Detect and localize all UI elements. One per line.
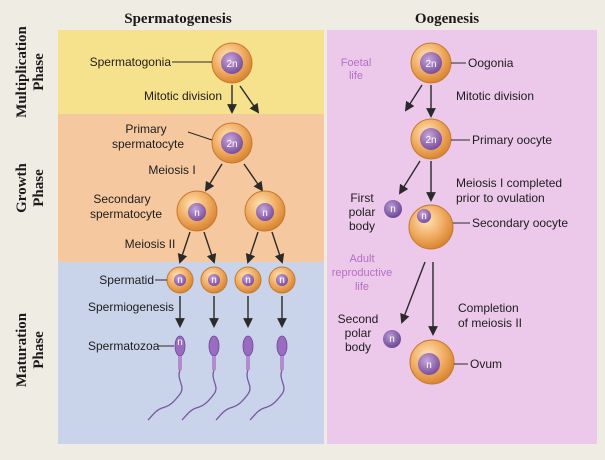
label-foetal-life-1: Foetal: [341, 57, 372, 69]
label-mitotic-division-left: Mitotic division: [144, 89, 222, 103]
spermatid-cell-2: n: [200, 266, 228, 294]
label-spermatid: Spermatid: [99, 273, 154, 287]
svg-text:n: n: [177, 275, 183, 286]
svg-text:n: n: [211, 275, 217, 286]
label-adult-life-2: reproductive: [332, 267, 393, 279]
spermatid-cell-1: n: [166, 266, 194, 294]
label-spermatozoa: Spermatozoa: [88, 339, 160, 353]
label-secondary-spermatocyte-2: spermatocyte: [90, 207, 162, 221]
secondary-spermatocyte-cell-1: n: [176, 190, 218, 232]
multiplication-band: [58, 30, 324, 114]
svg-text:n: n: [426, 360, 432, 371]
label-mitotic-division-right: Mitotic division: [456, 89, 534, 103]
svg-text:2n: 2n: [425, 59, 436, 70]
svg-text:Maturation: Maturation: [14, 312, 30, 387]
title-oogenesis: Oogenesis: [415, 11, 479, 27]
label-primary-spermatocyte-2: spermatocyte: [112, 137, 184, 151]
primary-oocyte-cell: 2n: [410, 118, 452, 160]
svg-text:n: n: [245, 275, 251, 286]
arrow-meiosis1-right: [243, 163, 264, 192]
svg-text:n: n: [390, 204, 396, 215]
svg-text:n: n: [421, 211, 427, 222]
svg-text:2n: 2n: [226, 59, 237, 70]
oogenesis-panel: [327, 30, 597, 444]
label-meiosis-1-completed-1: Meiosis I completed: [456, 176, 562, 190]
arrow-meiosis1-left: [204, 163, 223, 192]
label-adult-life-3: life: [355, 281, 369, 293]
arrow-meiosis2-3: [245, 231, 259, 264]
label-completion-meiosis-2-2: of meiosis II: [458, 316, 522, 330]
spermatozoon-2: [181, 335, 220, 421]
arrow-mitotic-2: [239, 85, 260, 114]
svg-text:Growth: Growth: [14, 162, 30, 212]
label-second-polar-body-3: body: [345, 340, 371, 354]
svg-text:Phase: Phase: [31, 331, 47, 369]
label-spermiogenesis: Spermiogenesis: [88, 300, 174, 314]
spermatozoon-4: [249, 335, 288, 421]
second-polar-body: n: [383, 330, 401, 348]
svg-text:n: n: [389, 334, 395, 345]
svg-text:Phase: Phase: [31, 53, 47, 91]
label-line-primary-spermatocyte: [187, 131, 213, 141]
label-meiosis-1-completed-2: prior to ovulation: [456, 191, 545, 205]
growth-band: [58, 114, 324, 262]
label-oogonia: Oogonia: [468, 56, 514, 70]
label-adult-life-1: Adult: [349, 253, 374, 265]
label-primary-spermatocyte-1: Primary: [125, 122, 166, 136]
arrow-meiosis2-1: [177, 231, 191, 264]
label-secondary-spermatocyte-1: Secondary: [93, 192, 150, 206]
svg-text:n: n: [262, 208, 268, 219]
spermatogonium-cell: 2n: [211, 42, 253, 84]
spermatozoon-3: [215, 335, 254, 421]
label-primary-oocyte: Primary oocyte: [472, 133, 552, 147]
label-second-polar-body-1: Second: [338, 312, 379, 326]
arrow-oo-meiosis2-polar: [400, 261, 426, 324]
svg-text:Multiplication: Multiplication: [14, 26, 30, 118]
svg-text:n: n: [194, 208, 200, 219]
title-spermatogenesis: Spermatogenesis: [124, 11, 232, 27]
label-first-polar-body-2: polar: [349, 205, 376, 219]
svg-text:2n: 2n: [425, 135, 436, 146]
primary-spermatocyte-cell: 2n: [211, 122, 253, 164]
phase-label-growth: Growth Phase: [14, 162, 47, 212]
svg-text:2n: 2n: [226, 139, 237, 150]
phase-label-multiplication: Multiplication Phase: [14, 26, 47, 118]
secondary-spermatocyte-cell-2: n: [244, 190, 286, 232]
label-secondary-oocyte: Secondary oocyte: [472, 216, 568, 230]
spermatid-cell-4: n: [268, 266, 296, 294]
arrow-oo-meiosis1-polar: [398, 160, 421, 195]
secondary-oocyte-cell: n: [408, 204, 454, 250]
oogonium-cell: 2n: [410, 42, 452, 84]
label-first-polar-body-3: body: [349, 219, 375, 233]
label-first-polar-body-1: First: [350, 191, 374, 205]
spermatozoon-1: n: [147, 335, 186, 421]
label-ovum: Ovum: [470, 357, 502, 371]
label-meiosis-2: Meiosis II: [125, 237, 176, 251]
label-meiosis-1-left: Meiosis I: [148, 163, 195, 177]
label-spermatogonia: Spermatogonia: [90, 55, 172, 69]
first-polar-body: n: [384, 200, 402, 218]
spermatid-cell-3: n: [234, 266, 262, 294]
label-completion-meiosis-2-1: Completion: [458, 301, 519, 315]
svg-text:n: n: [279, 275, 285, 286]
arrow-meiosis2-4: [271, 231, 285, 264]
svg-text:Phase: Phase: [31, 169, 47, 207]
svg-text:n: n: [177, 337, 183, 348]
arrow-meiosis2-2: [203, 231, 217, 264]
label-second-polar-body-2: polar: [345, 326, 372, 340]
label-foetal-life-2: life: [349, 70, 363, 82]
phase-label-maturation: Maturation Phase: [14, 312, 47, 387]
ovum-cell: n: [409, 339, 455, 385]
arrow-oo-mitotic-1: [404, 84, 423, 112]
